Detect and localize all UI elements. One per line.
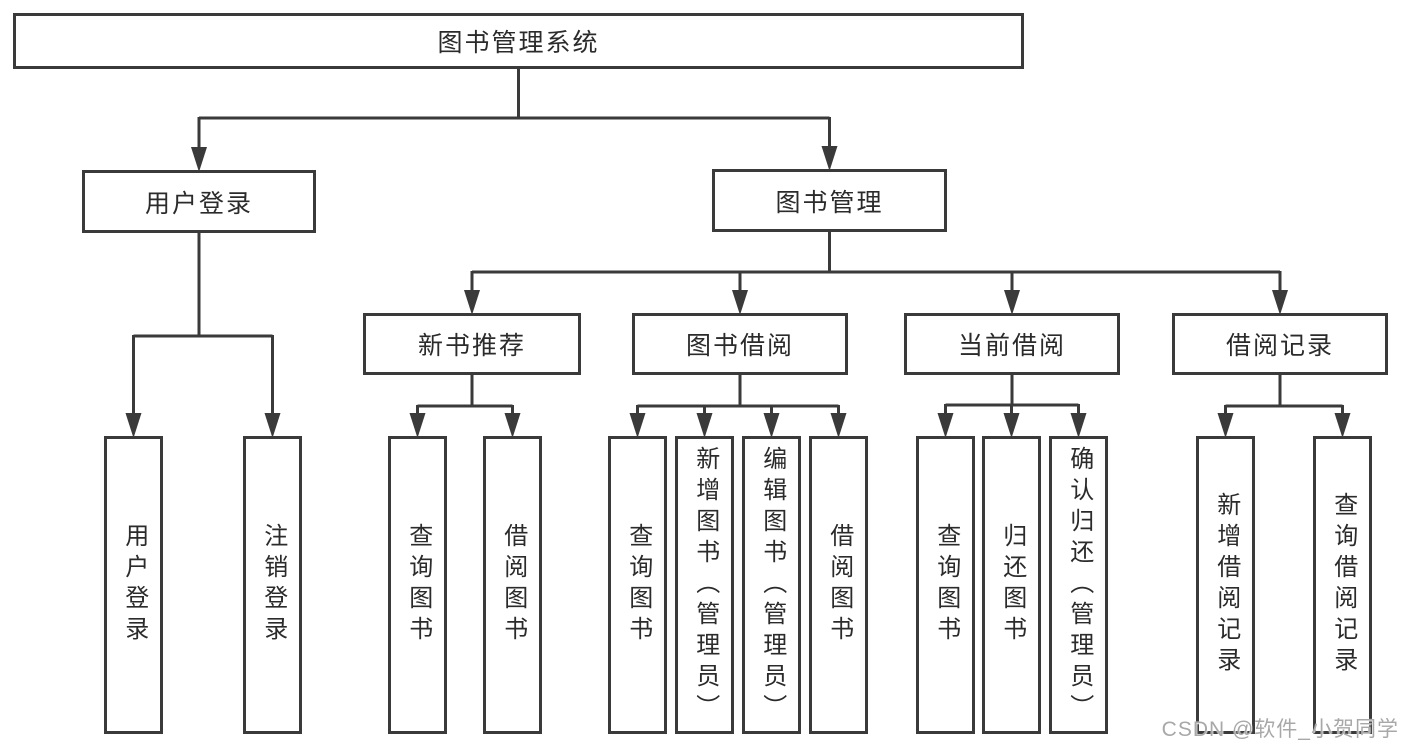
arrowhead-down (1070, 413, 1087, 438)
node-edit-books-admin: 编辑图书（管理员） (742, 436, 801, 734)
node-return-books-label: 归还图书 (998, 523, 1026, 647)
arrowhead-down (1004, 290, 1020, 315)
node-logout-leaf: 注销登录 (243, 436, 302, 734)
node-borrow-records: 借阅记录 (1172, 313, 1388, 375)
arrowhead-down (125, 413, 142, 438)
node-logout-leaf-label: 注销登录 (259, 523, 287, 647)
arrowhead-down (821, 146, 838, 171)
node-book-borrow-label: 图书借阅 (685, 332, 794, 360)
arrowhead-down (1217, 413, 1234, 438)
arrowhead-down (264, 413, 281, 438)
node-new-book-recommend: 新书推荐 (363, 313, 581, 375)
node-library-system-label: 图书管理系统 (437, 29, 600, 57)
arrowhead-down (504, 413, 521, 438)
node-book-management-label: 图书管理 (775, 188, 884, 217)
arrowhead-down (191, 147, 207, 172)
watermark: CSDN @软件_小贺同学 (1161, 718, 1399, 741)
node-user-login-leaf: 用户登录 (104, 436, 163, 734)
node-borrow-books-leaf: 借阅图书 (809, 436, 868, 734)
arrowhead-down (1334, 413, 1351, 438)
arrowhead-down (830, 413, 847, 438)
arrowhead-down (1003, 413, 1020, 438)
node-current-borrow-label: 当前借阅 (957, 332, 1066, 360)
node-user-login: 用户登录 (82, 170, 316, 233)
arrowhead-down (629, 413, 646, 438)
node-confirm-return-admin-label: 确认归还（管理员） (1065, 445, 1093, 725)
node-user-login-label: 用户登录 (144, 189, 253, 218)
node-edit-books-admin-label: 编辑图书（管理员） (758, 445, 786, 725)
node-book-borrow: 图书借阅 (632, 313, 848, 375)
node-add-borrow-record: 新增借阅记录 (1196, 436, 1255, 734)
node-borrow-records-label: 借阅记录 (1225, 332, 1334, 360)
arrowhead-down (763, 413, 780, 438)
node-new-book-recommend-label: 新书推荐 (417, 332, 526, 360)
node-query-books-current-label: 查询图书 (932, 523, 960, 647)
node-return-books: 归还图书 (982, 436, 1041, 734)
arrowhead-down (732, 290, 748, 315)
arrowhead-down (937, 413, 954, 438)
node-add-books-admin: 新增图书（管理员） (675, 436, 734, 734)
node-confirm-return-admin: 确认归还（管理员） (1049, 436, 1108, 734)
node-library-system: 图书管理系统 (13, 13, 1024, 69)
arrowhead-down (696, 413, 713, 438)
arrowhead-down (464, 290, 480, 315)
node-query-books-borrow-label: 查询图书 (624, 523, 652, 647)
arrowhead-down (1272, 290, 1288, 315)
node-book-management: 图书管理 (712, 169, 947, 232)
node-borrow-books-recommend: 借阅图书 (483, 436, 542, 734)
node-borrow-books-recommend-label: 借阅图书 (499, 523, 527, 647)
node-query-books-recommend: 查询图书 (388, 436, 447, 734)
node-query-books-recommend-label: 查询图书 (404, 523, 432, 647)
node-borrow-books-leaf-label: 借阅图书 (825, 523, 853, 647)
node-query-books-borrow: 查询图书 (608, 436, 667, 734)
node-current-borrow: 当前借阅 (904, 313, 1120, 375)
node-query-borrow-record-label: 查询借阅记录 (1329, 492, 1357, 678)
node-add-books-admin-label: 新增图书（管理员） (691, 445, 719, 725)
node-query-books-current: 查询图书 (916, 436, 975, 734)
node-add-borrow-record-label: 新增借阅记录 (1212, 492, 1240, 678)
node-user-login-leaf-label: 用户登录 (120, 523, 148, 647)
node-query-borrow-record: 查询借阅记录 (1313, 436, 1372, 734)
arrowhead-down (409, 413, 426, 438)
